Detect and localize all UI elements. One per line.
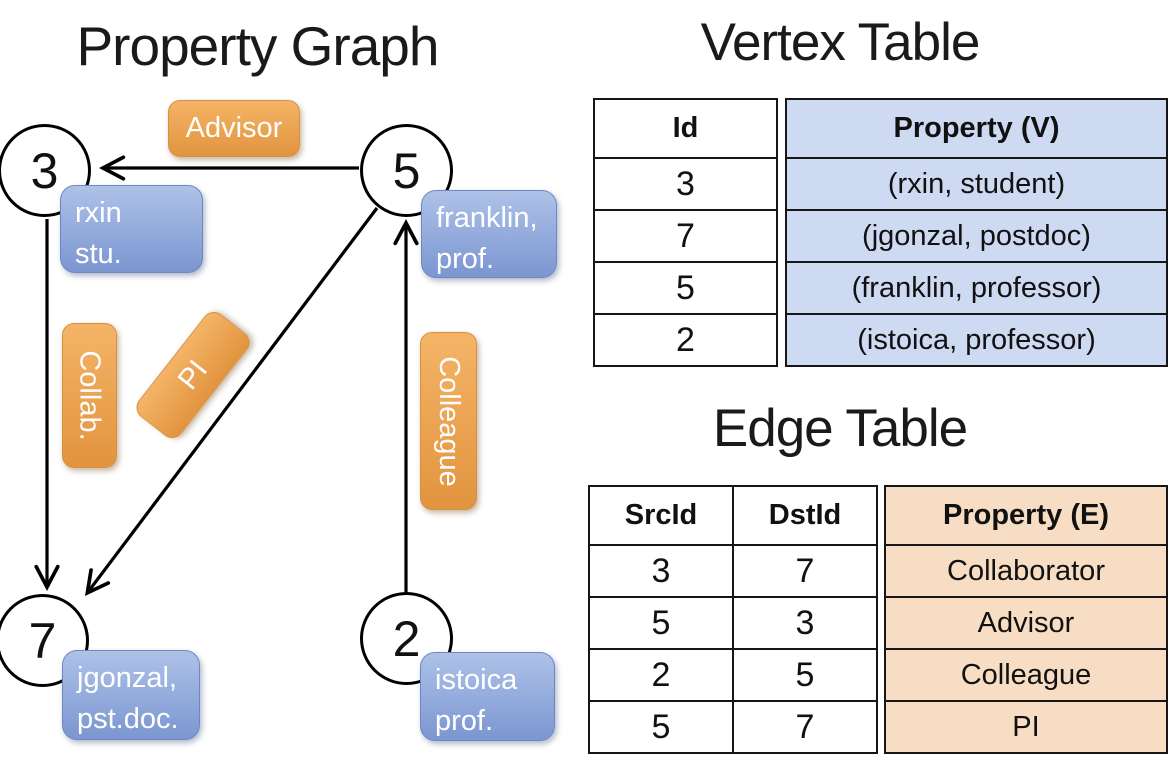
- edge-property-cell: Collaborator: [947, 554, 1105, 587]
- vertex-node-2-id: 2: [392, 610, 421, 667]
- vertex-property-line: stu.: [75, 238, 122, 270]
- edge-property-cell: PI: [1012, 710, 1040, 743]
- vertex-property-cell: (jgonzal, postdoc): [862, 219, 1091, 252]
- vertex-table-id-column: Id 3 7 5 2: [593, 98, 778, 367]
- vertex-id-cell: 2: [676, 320, 695, 359]
- vertex-node-5-id: 5: [392, 142, 421, 199]
- edge-label-text: Advisor: [185, 112, 283, 144]
- vertex-node-7-id: 7: [28, 612, 57, 669]
- table-row: PI: [886, 700, 1166, 752]
- table-row: 3 7: [590, 544, 876, 596]
- property-graph-panel: Property Graph 3 5 7 2 rxin stu.: [0, 0, 580, 760]
- table-row: Advisor: [886, 596, 1166, 648]
- graph-edges-svg: [34, 155, 419, 597]
- table-row: (rxin, student): [787, 157, 1166, 209]
- edge-table: SrcId DstId 3 7 5 3 2 5 5 7 Property (E): [588, 485, 1168, 754]
- vertex-id-cell: 7: [676, 216, 695, 255]
- edge-label-text: Collab.: [74, 350, 106, 441]
- vertex-table-title: Vertex Table: [700, 13, 981, 72]
- edge-label-text: PI: [171, 354, 214, 396]
- edge-label-collab: Collab.: [62, 323, 117, 468]
- table-row: 7: [595, 209, 776, 261]
- edge-property-cell: Colleague: [960, 658, 1092, 691]
- property-graph-title: Property Graph: [76, 15, 439, 77]
- edge-table-id-columns: SrcId DstId 3 7 5 3 2 5 5 7: [588, 485, 878, 754]
- edge-5-to-7: [84, 207, 379, 597]
- edge-label-colleague: Colleague: [420, 332, 477, 510]
- vertex-table-header-id: Id: [672, 112, 699, 144]
- vertex-property-card-jgonzal: jgonzal, pst.doc.: [62, 650, 200, 740]
- edge-table-header-property: Property (E): [943, 499, 1109, 531]
- vertex-table-header-property: Property (V): [893, 112, 1060, 144]
- vertex-table-property-column: Property (V) (rxin, student) (jgonzal, p…: [785, 98, 1168, 367]
- edge-table-header-srcid: SrcId: [624, 499, 698, 531]
- vertex-property-line: prof.: [435, 705, 494, 737]
- vertex-property-line: jgonzal,: [77, 662, 177, 694]
- edge-srcid-cell: 3: [651, 551, 671, 590]
- vertex-property-cell: (franklin, professor): [851, 271, 1102, 304]
- edge-srcid-cell: 2: [651, 655, 671, 694]
- vertex-id-cell: 5: [676, 268, 695, 307]
- edge-property-cell: Advisor: [977, 606, 1075, 639]
- edge-table-header-dstid: DstId: [732, 487, 876, 544]
- vertex-property-card-istoica: istoica prof.: [420, 652, 555, 741]
- vertex-property-line: istoica: [435, 664, 518, 696]
- vertex-node-3-id: 3: [30, 142, 59, 199]
- vertex-node-5: 5: [360, 124, 453, 217]
- vertex-property-card-franklin: franklin, prof.: [421, 190, 557, 278]
- edge-srcid-cell: 5: [651, 707, 671, 746]
- edge-table-property-column: Property (E) Collaborator Advisor Collea…: [884, 485, 1168, 754]
- vertex-property-line: franklin,: [436, 202, 538, 234]
- table-row: Collaborator: [886, 544, 1166, 596]
- table-row: 5 7: [590, 700, 876, 752]
- vertex-table: Id 3 7 5 2 Property (V) (rxin, student): [593, 98, 1168, 367]
- edge-dstid-cell: 7: [732, 546, 876, 596]
- vertex-property-card-rxin: rxin stu.: [60, 185, 203, 273]
- table-row: 2 5: [590, 648, 876, 700]
- edge-dstid-cell: 5: [732, 650, 876, 700]
- table-header-row: Property (V): [787, 100, 1166, 157]
- table-header-row: Id: [595, 100, 776, 157]
- table-row: 5: [595, 261, 776, 313]
- table-row: (istoica, professor): [787, 313, 1166, 365]
- vertex-property-cell: (istoica, professor): [857, 323, 1096, 356]
- edge-srcid-cell: 5: [651, 603, 671, 642]
- table-header-row: SrcId DstId: [590, 487, 876, 544]
- vertex-property-cell: (rxin, student): [887, 167, 1066, 200]
- vertex-property-line: prof.: [436, 243, 495, 275]
- table-header-row: Property (E): [886, 487, 1166, 544]
- edge-label-advisor: Advisor: [168, 100, 300, 157]
- vertex-property-line: pst.doc.: [77, 703, 179, 735]
- table-row: 3: [595, 157, 776, 209]
- vertex-id-cell: 3: [676, 164, 695, 203]
- edge-dstid-cell: 3: [732, 598, 876, 648]
- table-row: 5 3: [590, 596, 876, 648]
- vertex-property-line: rxin: [75, 197, 122, 229]
- table-row: Colleague: [886, 648, 1166, 700]
- table-row: (jgonzal, postdoc): [787, 209, 1166, 261]
- edge-dstid-cell: 7: [732, 702, 876, 752]
- edge-label-text: Colleague: [433, 355, 466, 487]
- edge-table-title: Edge Table: [712, 399, 968, 458]
- table-row: (franklin, professor): [787, 261, 1166, 313]
- table-row: 2: [595, 313, 776, 365]
